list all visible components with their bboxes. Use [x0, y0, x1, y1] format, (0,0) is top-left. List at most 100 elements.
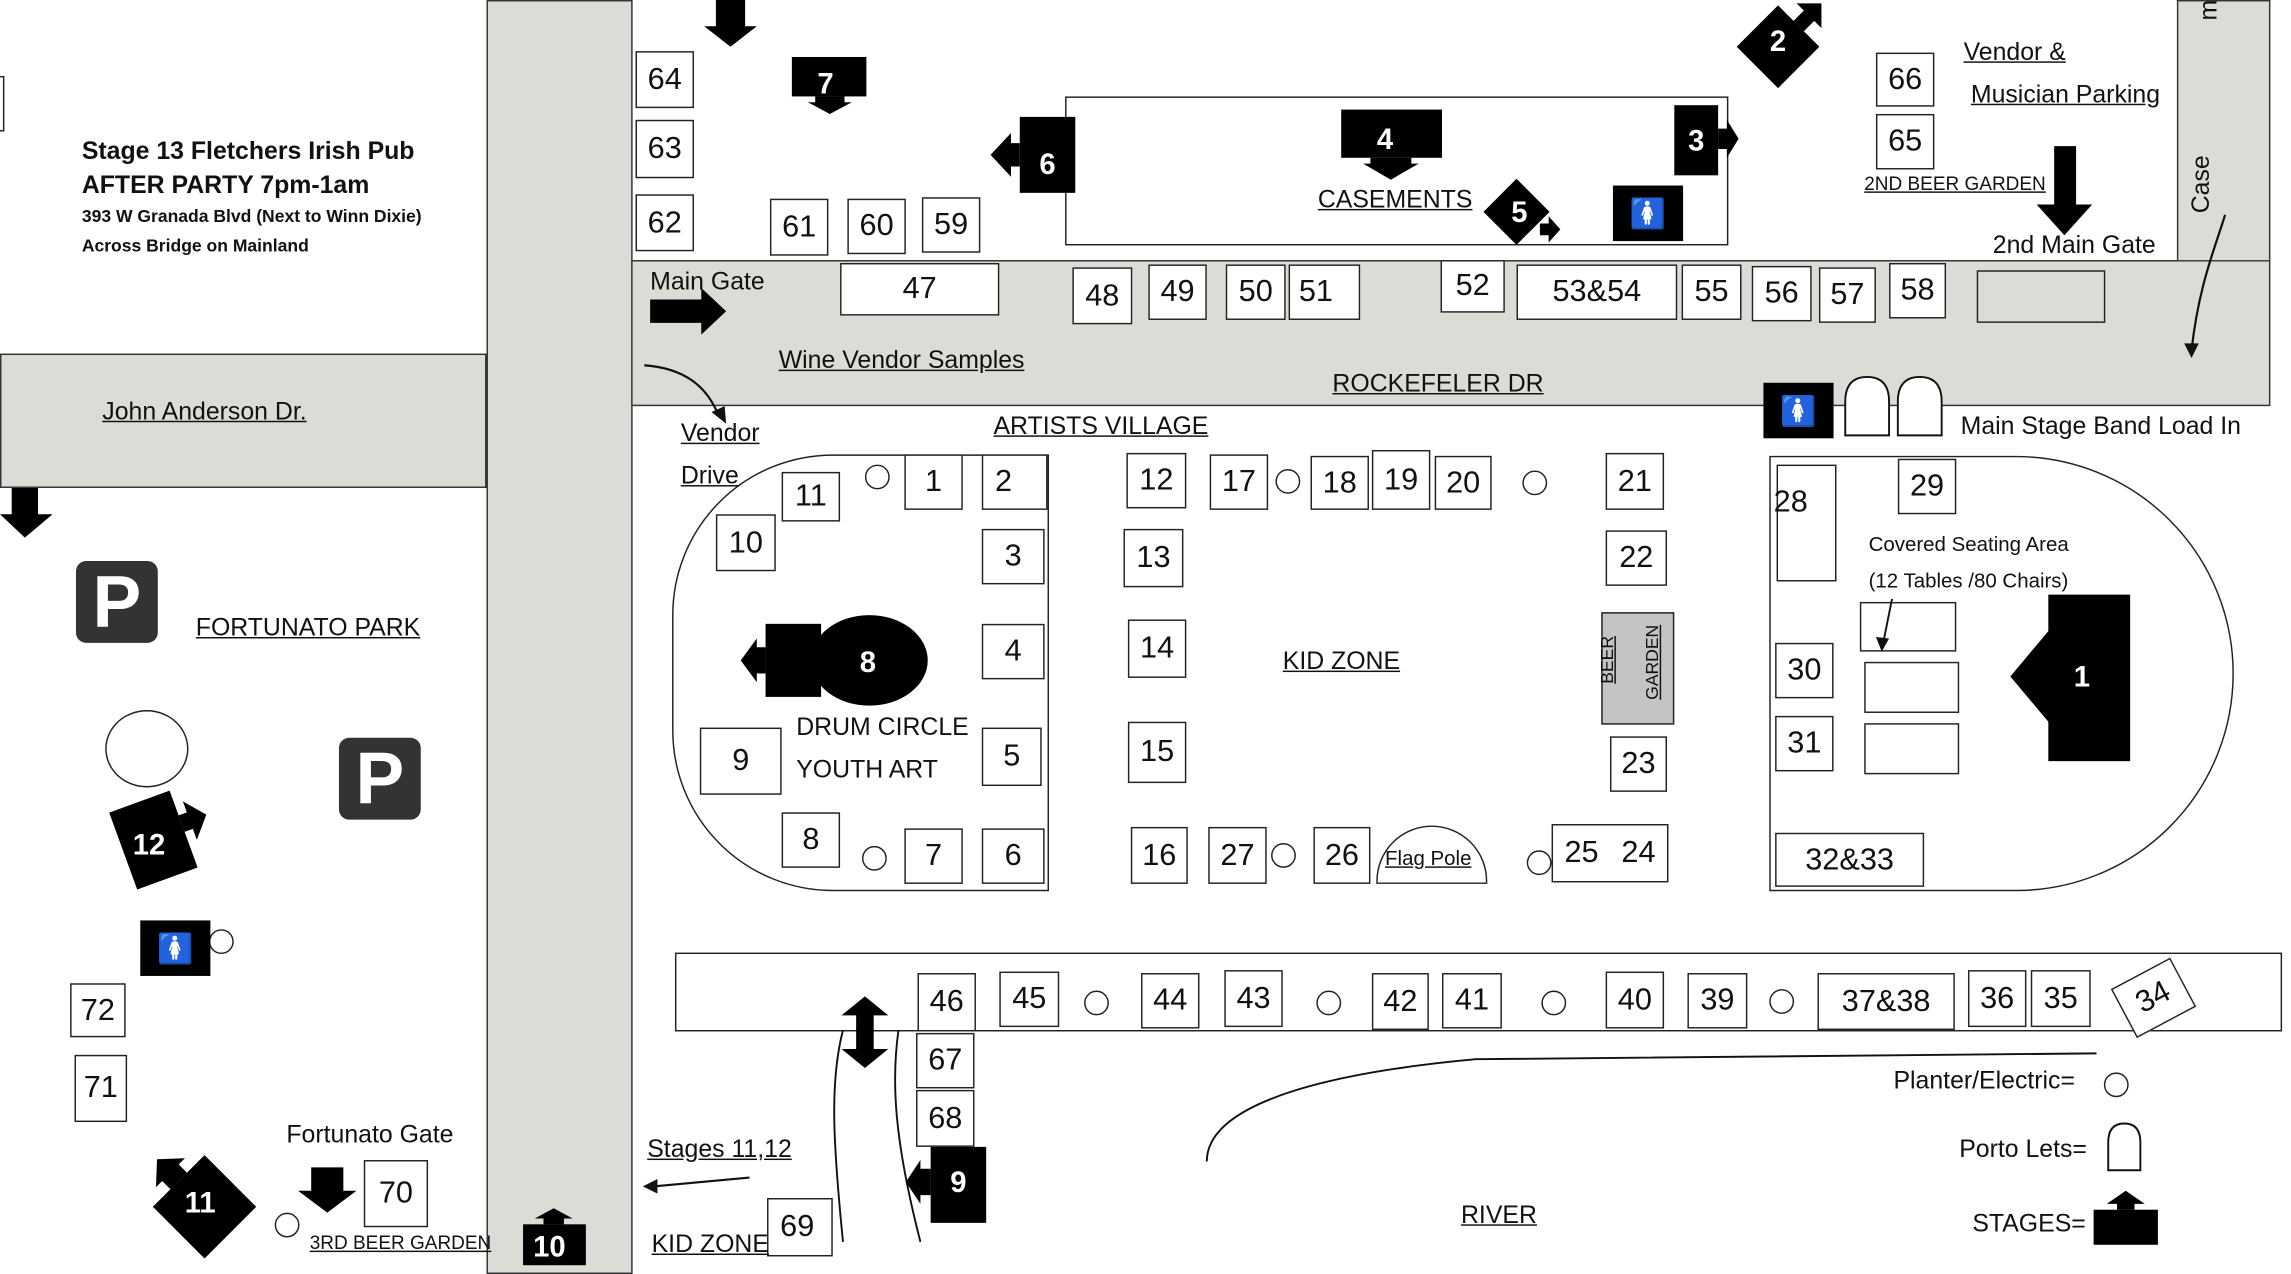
booth-label: 44	[1153, 983, 1188, 1017]
case-arrow-line	[2190, 214, 2227, 351]
booth-label: 46	[929, 984, 964, 1019]
booth-label: 37&38	[1841, 983, 1931, 1018]
booth-label: 6	[1004, 838, 1022, 873]
double-arrow-icon	[841, 996, 889, 1068]
fortunato-park-label: FORTUNATO PARK	[195, 613, 421, 642]
booth-41: 41	[1442, 973, 1502, 1029]
planter-icon	[1316, 990, 1342, 1016]
booth-28-tall	[1776, 464, 1837, 582]
left-exit-arrow-icon	[0, 487, 53, 538]
booth-18: 18	[1310, 455, 1369, 510]
stage-10-label: 10	[533, 1231, 566, 1263]
stage-4-icon	[1341, 109, 1443, 158]
booth-62: 62	[635, 194, 694, 252]
booth-label: 55	[1694, 274, 1729, 309]
booth-label: 50	[1238, 274, 1273, 309]
booth-3: 3	[981, 528, 1045, 585]
booth-label: 20	[1446, 465, 1481, 499]
booth-30: 30	[1775, 642, 1834, 699]
planter-icon	[208, 929, 234, 955]
booth-67: 67	[916, 1032, 975, 1089]
booth-label: 58	[1900, 273, 1935, 307]
booth-label: 31	[1787, 726, 1822, 760]
booth-58: 58	[1889, 262, 1947, 319]
booth-label: 49	[1160, 274, 1195, 309]
stage-12-icon	[109, 790, 207, 890]
booth-43: 43	[1224, 970, 1283, 1028]
fortunato-gate-label: Fortunato Gate	[286, 1120, 454, 1149]
vendor-drive-label-1: Vendor	[680, 419, 760, 448]
booth-label: 27	[1220, 837, 1255, 872]
vendor-drive-arrow-line	[644, 364, 720, 417]
booth-label: 67	[928, 1043, 963, 1077]
south-booth-row	[674, 952, 2283, 1032]
planter-icon	[1522, 470, 1548, 496]
booth-59: 59	[921, 197, 981, 253]
booth-label: 53&54	[1552, 274, 1642, 309]
parking-symbol: P	[355, 737, 405, 820]
parking-icon: P	[338, 737, 421, 820]
booth-label: 47	[902, 271, 937, 306]
booth-label: 68	[928, 1100, 963, 1135]
stage-3-label: 3	[1688, 125, 1704, 157]
river-bank-line	[1205, 1052, 2097, 1162]
planter-icon	[1275, 468, 1301, 494]
booth-8: 8	[781, 812, 841, 868]
right-oval-area	[1769, 455, 2234, 892]
booth-label: 56	[1764, 276, 1799, 310]
booth-42: 42	[1371, 973, 1429, 1031]
planter-icon	[864, 464, 890, 490]
booth-13: 13	[1123, 528, 1184, 588]
booth-label: 41	[1454, 983, 1490, 1017]
booth-label: 1	[925, 464, 943, 499]
vendor-parking-label-1: Vendor &	[1963, 37, 2066, 66]
booth-label: 9	[732, 743, 750, 778]
booth-23: 23	[1610, 736, 1668, 792]
booth-27: 27	[1208, 826, 1267, 884]
left-oval-area	[672, 454, 1049, 892]
booth-53-54: 53&54	[1516, 264, 1678, 320]
booth-29: 29	[1897, 458, 1957, 515]
booth-31: 31	[1775, 715, 1834, 772]
planter-icon	[1526, 850, 1552, 876]
vertical-road	[486, 0, 633, 1274]
stage-6-arrow	[990, 132, 1020, 177]
second-main-gate-label: 2nd Main Gate	[1992, 230, 2156, 259]
booth-label: 8	[802, 822, 820, 857]
booth-9: 9	[699, 727, 782, 795]
stages-arrowhead	[642, 1179, 658, 1194]
booth-12: 12	[1126, 452, 1187, 509]
stage-8-block	[765, 623, 822, 697]
booth-label: 42	[1383, 983, 1418, 1018]
vendor-drive-arrowhead	[711, 406, 727, 424]
booth-36: 36	[1967, 970, 2027, 1028]
booth-21: 21	[1605, 452, 1665, 510]
booth-32-33: 32&33	[1775, 832, 1925, 887]
booth-label: 69	[780, 1209, 815, 1244]
booth-label: 29	[1909, 468, 1945, 503]
booth-50: 50	[1225, 264, 1286, 320]
stage-2-icon	[1736, 3, 1822, 89]
booth-57: 57	[1818, 267, 1876, 323]
booth-61: 61	[769, 198, 829, 256]
booth-label: 5	[1003, 739, 1021, 773]
casements-label: CASEMENTS	[1317, 185, 1473, 214]
booth-label: 3	[1004, 539, 1022, 573]
booth-20: 20	[1434, 455, 1492, 510]
john-anderson-road	[0, 353, 487, 488]
kid-zone-path-left	[833, 1029, 844, 1242]
porto-let-icon	[1896, 375, 1943, 437]
kid-zone-bottom-label: KID ZONE	[651, 1230, 769, 1258]
stage-6-label: 6	[1039, 149, 1055, 181]
booth-label: 24	[1621, 835, 1656, 870]
booth-label: 25	[1564, 835, 1599, 870]
legend-stage-arrow	[2106, 1190, 2145, 1210]
booth-11: 11	[781, 471, 841, 522]
legend-planter-icon	[2103, 1072, 2129, 1098]
booth-label: 26	[1324, 837, 1359, 872]
stage-1-label: 1	[2074, 662, 2090, 694]
artists-village-label: ARTISTS VILLAGE	[993, 412, 1209, 440]
booth-60: 60	[847, 198, 906, 255]
booth-label: 12	[1139, 463, 1174, 497]
second-main-gate-arrow-icon	[2036, 146, 2093, 236]
